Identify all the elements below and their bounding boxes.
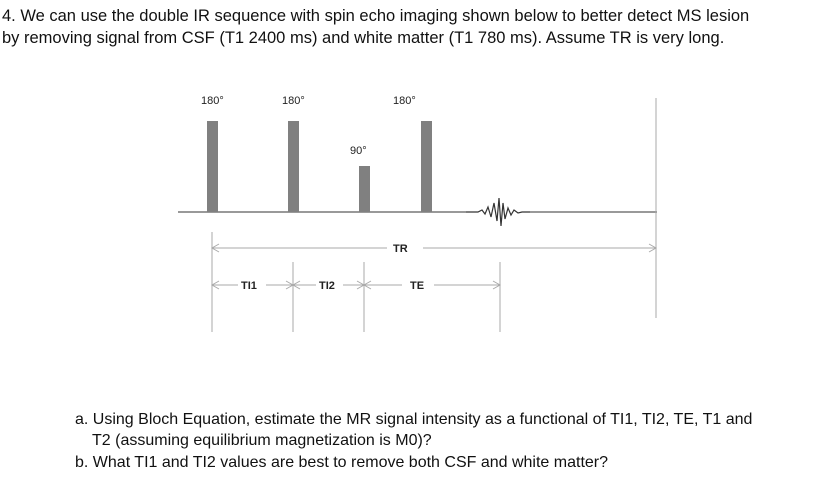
- ti1-label: TI1: [241, 280, 257, 292]
- te-label: TE: [410, 280, 424, 292]
- excitation-pulse: [359, 166, 370, 212]
- tr-label: TR: [393, 243, 408, 255]
- ti2-label: TI2: [319, 280, 335, 292]
- question-text-line-2: by removing signal from CSF (T1 2400 ms)…: [2, 29, 725, 47]
- inversion-pulse-1: [207, 121, 218, 212]
- pulse-2-label: 180°: [282, 95, 305, 107]
- question-text-line-1: 4. We can use the double IR sequence wit…: [2, 7, 750, 25]
- echo-signal: [466, 197, 530, 227]
- subquestion-b: b. What TI1 and TI2 values are best to r…: [75, 454, 609, 471]
- pulse-1-label: 180°: [201, 95, 224, 107]
- refocusing-pulse: [421, 121, 432, 212]
- subquestion-a-line-2: T2 (assuming equilibrium magnetization i…: [92, 432, 432, 449]
- pulse-3-label: 90°: [350, 145, 367, 157]
- pulse-4-label: 180°: [393, 95, 416, 107]
- subquestion-a-line-1: a. Using Bloch Equation, estimate the MR…: [75, 411, 753, 428]
- inversion-pulse-2: [288, 121, 299, 212]
